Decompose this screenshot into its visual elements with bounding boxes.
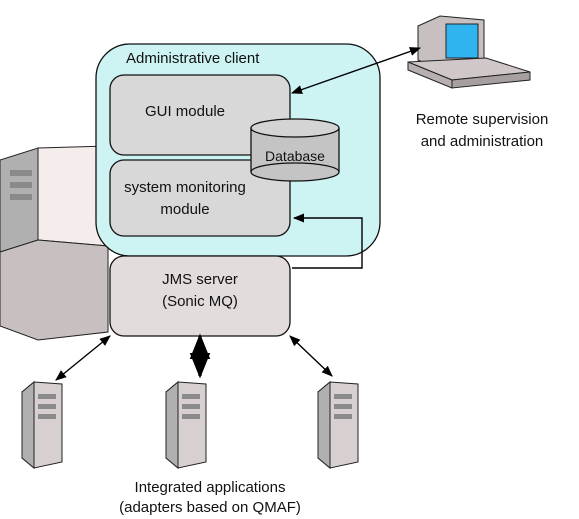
server-tower-icon	[0, 145, 109, 341]
jms-server-label-line1: JMS server	[162, 271, 238, 288]
administrative-client-label: Administrative client	[126, 50, 260, 67]
monitoring-module-label-line1: system monitoring	[124, 179, 246, 196]
database-cylinder	[250, 118, 340, 182]
integrated-applications-label-line1: Integrated applications	[134, 479, 286, 496]
jms-to-app-right-arrow	[289, 335, 333, 377]
jms-to-app-left-arrow	[55, 335, 111, 381]
monitoring-module-label-line2: module	[160, 201, 210, 218]
jms-to-monitoring-arrow	[292, 213, 363, 269]
gui-module-box	[109, 74, 291, 156]
server-icon	[21, 380, 63, 470]
monitoring-module-box	[109, 159, 291, 237]
desktop-computer-icon	[407, 15, 531, 89]
database-label: Database	[265, 148, 325, 164]
remote-supervision-label-line1: Remote supervision	[415, 111, 549, 128]
remote-link-arrow	[290, 47, 422, 94]
remote-supervision-label-line2: and administration	[420, 133, 544, 150]
integrated-applications-label-line2: (adapters based on QMAF)	[119, 499, 301, 516]
server-icon	[165, 380, 207, 470]
gui-module-label: GUI module	[144, 103, 226, 120]
server-icon	[317, 380, 359, 470]
jms-server-label-line2: (Sonic MQ)	[162, 293, 238, 310]
